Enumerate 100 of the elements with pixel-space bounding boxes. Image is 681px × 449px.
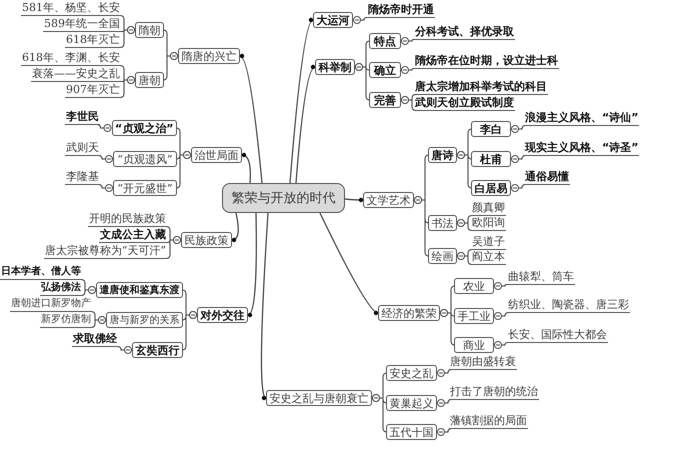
connector-line [494, 341, 508, 349]
connector-line [436, 399, 452, 407]
note-text: 浪漫主义风格、“诗仙” [524, 112, 640, 126]
connector-line [436, 428, 452, 436]
note-text: 新罗仿唐制 [40, 314, 92, 328]
branch-line [242, 153, 251, 184]
note-text: 李世民 [65, 111, 100, 125]
topic-box: 特点 [369, 33, 401, 49]
connector-line [400, 37, 414, 45]
connector-line [400, 66, 414, 74]
note-text: 长安、国际性大都会 [507, 329, 608, 343]
connector-line [117, 346, 132, 354]
connector-line [456, 219, 472, 231]
note-text: 欧阳询 [471, 217, 506, 231]
note-text: 打击了唐朝的统治 [449, 386, 539, 400]
note-text: 李隆基 [65, 171, 100, 185]
connector-line [436, 369, 452, 377]
topic-box: 唐朝 [135, 72, 164, 88]
note-text: 日本学者、僧人等 [0, 266, 82, 280]
note-text: 吴道子 [471, 236, 506, 250]
topic-box: 商业 [454, 337, 494, 353]
connector-line [400, 96, 416, 111]
note-text: 589年统一全国 [43, 18, 121, 32]
connector-line [98, 184, 114, 192]
connector-line [120, 76, 136, 98]
topic-box: 农业 [454, 278, 494, 294]
topic-box: 李白 [471, 121, 511, 137]
note-text: 衰落——安史之乱 [31, 68, 121, 82]
connector-line [456, 151, 472, 188]
note-text: 唐朝进口新罗物产 [10, 298, 92, 312]
topic-box: 经济的繁荣 [378, 305, 440, 321]
note-text: 藩镇割据的局面 [449, 415, 528, 429]
connector-line [352, 16, 368, 24]
topic-box: 手工业 [454, 308, 494, 324]
note-text: 907年灭亡 [65, 84, 121, 98]
connector-line [176, 151, 192, 188]
topic-box: 五代十国 [386, 424, 437, 440]
connector-line [90, 316, 106, 328]
connector-line [80, 286, 96, 296]
topic-box: 绘画 [428, 248, 457, 264]
note-text: 现实主义风格、“诗圣” [524, 142, 640, 156]
topic-box: 大运河 [313, 12, 353, 28]
branch-line [319, 212, 378, 315]
topic-box: 确立 [369, 62, 401, 78]
topic-box: 对外交往 [197, 307, 248, 323]
topic-box: 隋朝 [135, 22, 164, 38]
connector-line [96, 124, 112, 132]
note-text: 唐太宗增加科举考试的科目 [414, 81, 548, 95]
topic-box: 完善 [369, 92, 401, 108]
note-text: 分科考试、择优录取 [414, 26, 515, 40]
connector-line [162, 52, 178, 80]
branch-line [344, 198, 364, 202]
note-text: 武则天创立殿试制度 [414, 97, 515, 111]
note-text: 纺织业、陶瓷器、唐三彩 [507, 299, 630, 313]
topic-box: 民族政策 [181, 232, 232, 248]
branch-line [295, 66, 316, 184]
branch-line [240, 54, 263, 184]
branch-line [248, 212, 257, 316]
topic-box: 文学艺术 [363, 192, 414, 208]
topic-box: 书法 [428, 215, 457, 231]
connector-line [182, 311, 198, 350]
topic-box: “贞观之治” [112, 120, 177, 136]
topic-box: 科举制 [315, 59, 355, 75]
note-text: 弘扬佛法 [40, 282, 82, 296]
topic-box: 安史之乱与唐朝衰亡 [266, 390, 372, 406]
note-text: 唐太宗被尊称为“天可汗” [44, 245, 167, 259]
topic-box: 隋唐的兴亡 [178, 48, 240, 64]
note-text: 618年、李渊、长安 [21, 52, 121, 66]
connector-line [494, 282, 508, 290]
topic-box: “贞观遗风” [113, 151, 177, 167]
connector-line [494, 312, 509, 320]
central-topic-box: 繁荣与开放的时代 [222, 183, 345, 213]
connector-line [456, 252, 472, 265]
topic-box: 唐诗 [428, 147, 457, 163]
connector-line [510, 125, 526, 133]
note-text: 581年、杨坚、长安 [21, 2, 121, 16]
connector-line [120, 26, 136, 48]
connector-line [440, 309, 456, 346]
topic-box: 唐与新罗的关系 [106, 312, 183, 328]
connector-line [166, 236, 182, 259]
note-text: 武则天 [65, 142, 100, 156]
topic-box: 玄奘西行 [132, 342, 183, 358]
note-text: 通俗易懂 [524, 171, 570, 185]
branch-line [289, 18, 314, 184]
note-text: 文成公主入藏 [99, 229, 167, 243]
topic-box: 黄巢起义 [386, 395, 437, 411]
connector-line [98, 155, 114, 163]
note-text: 曲辕犁、筒车 [507, 271, 575, 285]
connector-line [372, 394, 388, 432]
note-text: 开明的民族政策 [88, 213, 167, 227]
connector-line [414, 196, 430, 256]
note-text: 隋炀帝时开通 [367, 4, 435, 18]
branch-line [232, 212, 239, 242]
connector-line [510, 184, 526, 192]
note-text: 阎立本 [471, 251, 506, 265]
note-text: 隋炀帝在位时期，设立进士科 [414, 55, 559, 69]
topic-box: 杜甫 [471, 151, 511, 167]
note-text: 618年灭亡 [65, 34, 121, 48]
topic-box: 安史之乱 [386, 365, 437, 381]
topic-box: 治世局面 [191, 147, 242, 163]
